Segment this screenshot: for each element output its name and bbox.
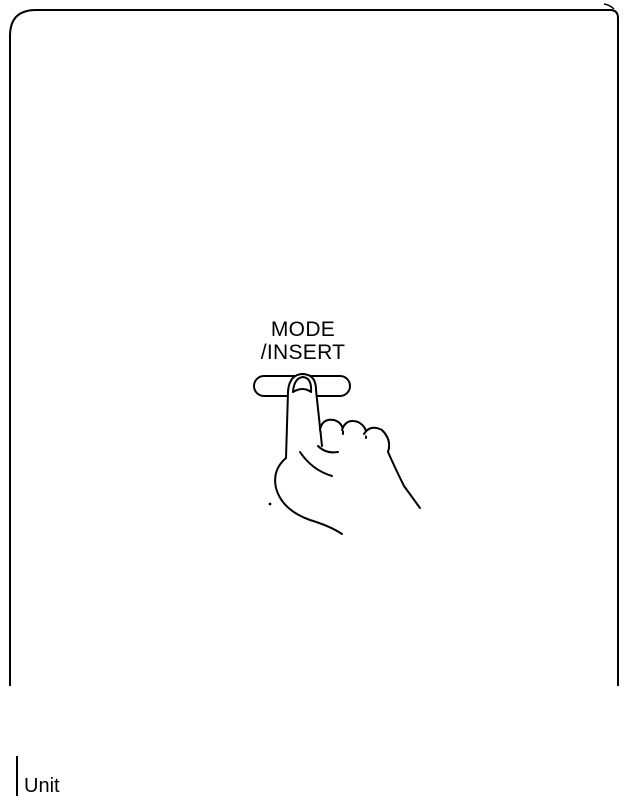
unit-label: Unit [24, 774, 60, 798]
mode-insert-label-line2: /INSERT [238, 341, 368, 364]
pointing-hand-icon [275, 374, 420, 534]
panel-corner-tick [604, 4, 614, 9]
mode-insert-label: MODE /INSERT [238, 318, 368, 364]
small-dot [269, 503, 272, 506]
device-panel: MODE /INSERT [0, 0, 626, 690]
mode-insert-label-line1: MODE [238, 318, 368, 341]
unit-marker-bar [16, 756, 18, 796]
